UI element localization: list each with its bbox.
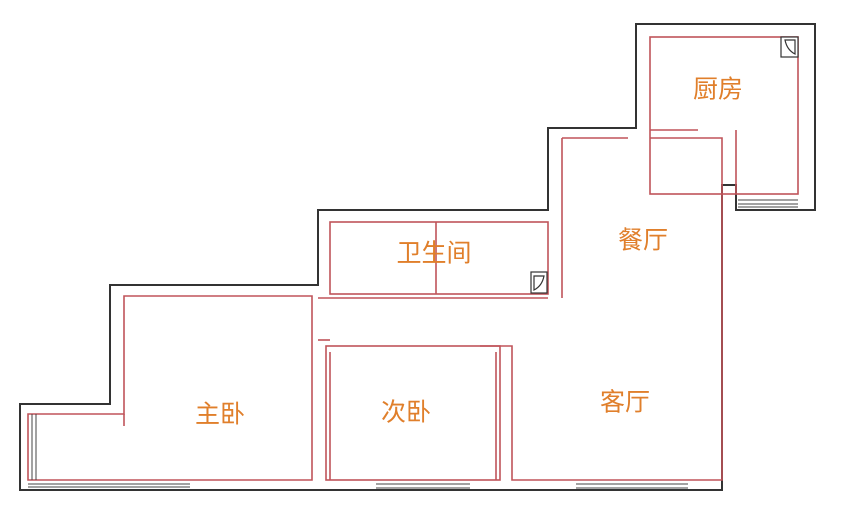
room-label-kitchen: 厨房 <box>693 75 743 104</box>
hall-walls <box>480 137 723 481</box>
room-label-bathroom: 卫生间 <box>396 239 471 268</box>
bathroom-walls <box>329 221 549 295</box>
master-bedroom-walls <box>27 295 313 481</box>
second-bedroom-walls <box>325 345 501 481</box>
room-label-living: 客厅 <box>600 388 650 417</box>
corridor-lines <box>318 297 548 341</box>
kitchen-walls <box>649 36 799 195</box>
kitchen-window <box>738 199 798 208</box>
outer-wall <box>19 23 816 491</box>
room-label-second-bedroom: 次卧 <box>381 398 431 427</box>
room-label-master-bedroom: 主卧 <box>195 400 245 429</box>
master-bedroom-window <box>28 414 190 488</box>
kitchen-corner-fixture <box>780 36 799 58</box>
second-bedroom-window <box>376 483 470 489</box>
living-room-window <box>576 483 688 489</box>
room-label-dining: 餐厅 <box>618 226 668 255</box>
bathroom-corner-fixture <box>530 271 548 294</box>
